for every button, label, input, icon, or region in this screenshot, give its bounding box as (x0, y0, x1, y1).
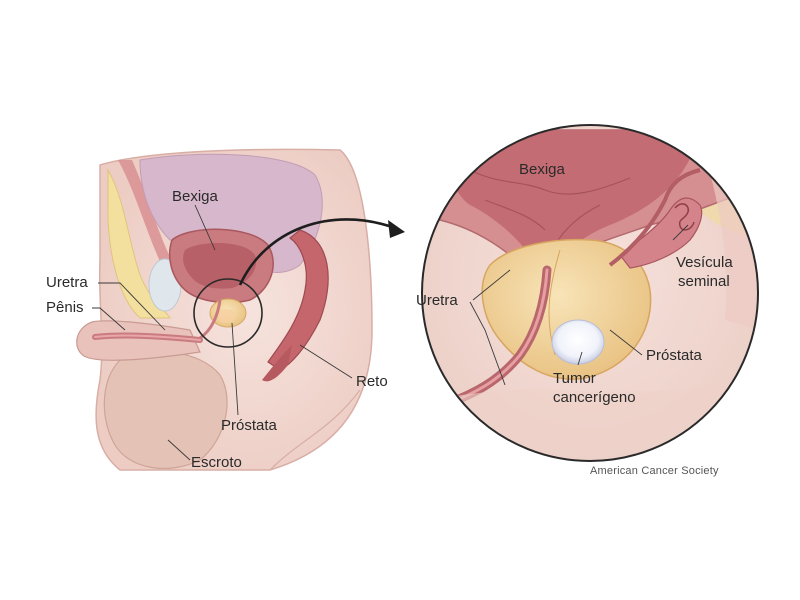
detail-vesicle-coils (674, 203, 695, 231)
detail-vas-deferens (608, 168, 701, 267)
label-vesicula-line2: seminal (678, 273, 730, 290)
label-uretra-side: Uretra (46, 274, 88, 291)
label-escroto: Escroto (191, 454, 242, 471)
credit-text: American Cancer Society (590, 465, 719, 477)
detail-view-leaders (469, 224, 689, 386)
label-tumor-line2: cancerígeno (553, 389, 636, 406)
zoom-arrow-head (388, 220, 405, 238)
label-vesicula-line1: Vesícula (676, 254, 733, 271)
label-bexiga-side: Bexiga (172, 188, 218, 205)
detail-bladder-interior (440, 130, 700, 270)
detail-seminal-vesicle (619, 197, 703, 269)
detail-circle-border (421, 124, 759, 462)
penis (76, 320, 201, 361)
rectum-fold (262, 345, 292, 382)
label-penis: Pênis (46, 299, 84, 316)
label-prostata-detail: Próstata (646, 347, 702, 364)
penis-inner (94, 334, 201, 341)
label-reto: Reto (356, 373, 388, 390)
side-view-leaders (92, 204, 353, 461)
detail-tumor (551, 319, 605, 365)
side-view (76, 148, 373, 471)
label-tumor-line1: Tumor (553, 370, 596, 387)
abdominal-wall (118, 160, 185, 290)
zoom-circle (193, 278, 263, 348)
leg-outline (269, 389, 361, 471)
prostate-small-highlight (216, 309, 236, 323)
zoom-arrow (238, 218, 396, 286)
label-prostata-side: Próstata (221, 417, 277, 434)
bladder-inner (183, 243, 257, 289)
scrotum (103, 350, 228, 470)
label-uretra-detail: Uretra (416, 292, 458, 309)
detail-view (421, 124, 759, 462)
label-bexiga-detail: Bexiga (519, 161, 565, 178)
